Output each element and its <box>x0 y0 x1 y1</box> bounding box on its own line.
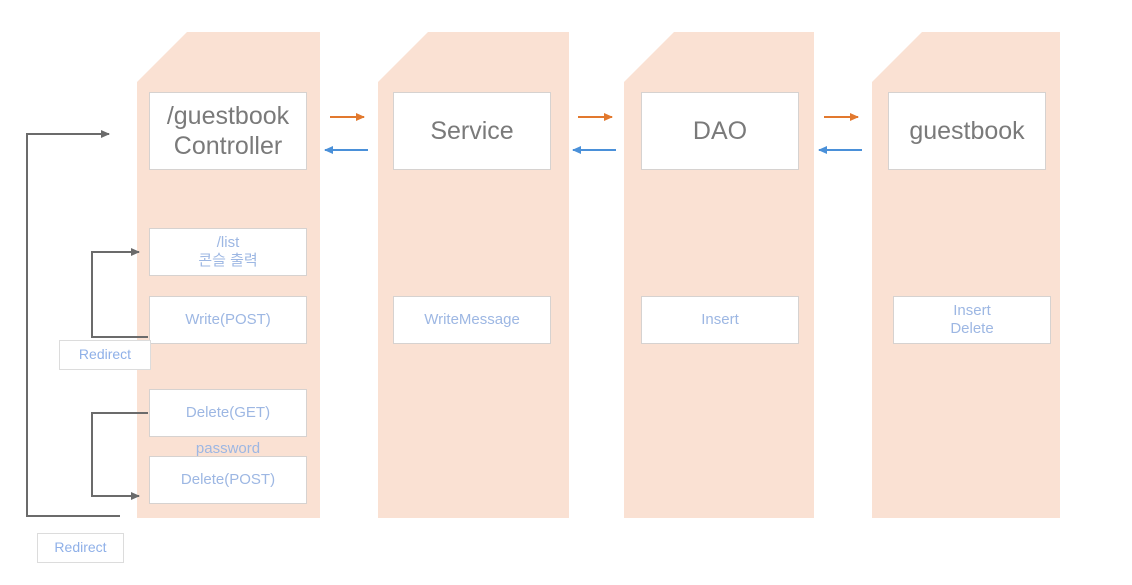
node-list[interactable]: /list 콘슬 출력 <box>149 228 307 276</box>
label-redirect-write[interactable]: Redirect <box>59 340 151 370</box>
node-write-post[interactable]: Write(POST) <box>149 296 307 344</box>
node-insert[interactable]: Insert <box>641 296 799 344</box>
node-dao-header[interactable]: DAO <box>641 92 799 170</box>
node-db-header[interactable]: guestbook <box>888 92 1046 170</box>
connector-write-redirect-to-list <box>91 248 148 338</box>
node-service-header[interactable]: Service <box>393 92 551 170</box>
node-insert-delete[interactable]: Insert Delete <box>893 296 1051 344</box>
label-password: password <box>195 439 261 457</box>
node-delete-get[interactable]: Delete(GET) <box>149 389 307 437</box>
node-write-message[interactable]: WriteMessage <box>393 296 551 344</box>
connector-deleteget-to-deletepost <box>91 412 148 500</box>
node-delete-post[interactable]: Delete(POST) <box>149 456 307 504</box>
label-redirect-delete[interactable]: Redirect <box>37 533 124 563</box>
node-controller-header[interactable]: /guestbook Controller <box>149 92 307 170</box>
connector-delete-redirect-to-controller <box>26 130 120 517</box>
